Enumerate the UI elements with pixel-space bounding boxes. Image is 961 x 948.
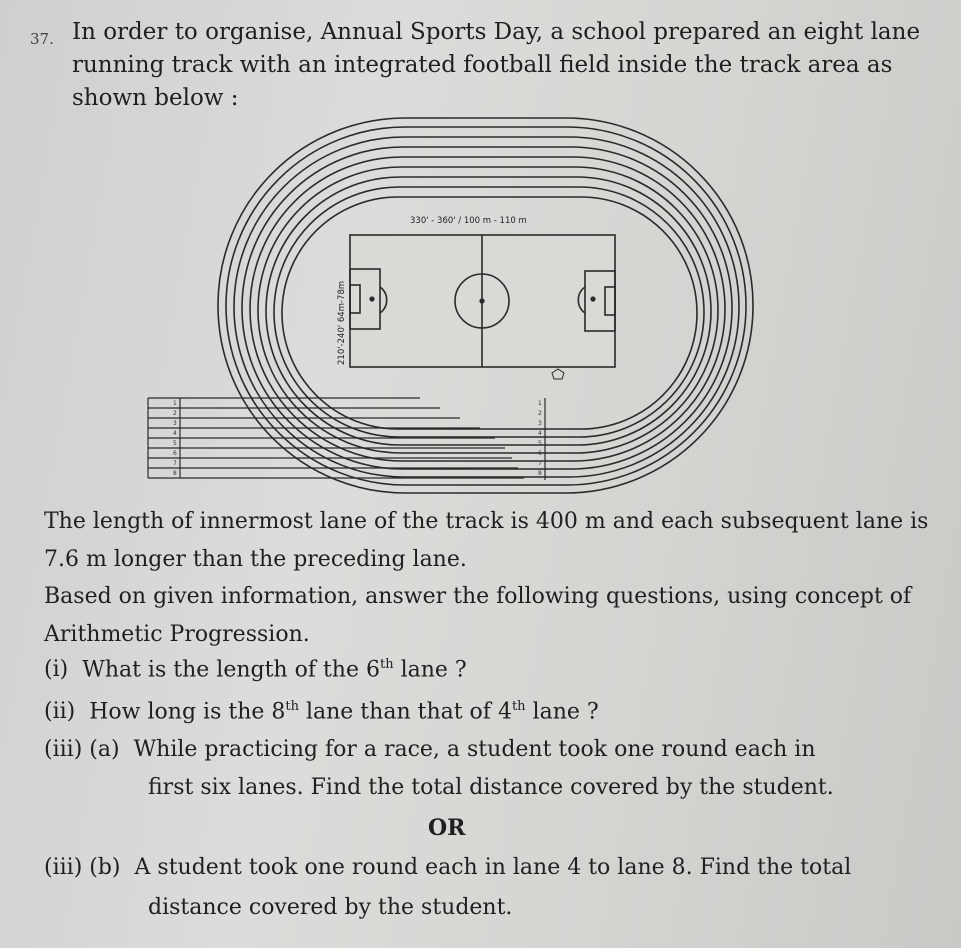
lane-boundary-outer — [217, 117, 754, 494]
lane-number: 5 — [538, 440, 542, 447]
ordinal-suffix: th — [285, 699, 299, 714]
lane-number: 3 — [173, 420, 177, 427]
question-text: How long is the 8 — [89, 699, 286, 725]
question-i: (i) What is the length of the 6th lane ? — [44, 650, 467, 685]
lane-number: 8 — [173, 470, 177, 477]
question-ii: (ii)How long is the 8th lane than that o… — [44, 692, 599, 727]
question-label: (ii) — [44, 699, 76, 725]
intro-text: In order to organise, Annual Sports Day,… — [72, 19, 921, 111]
question-iii-a-continued: first six lanes. Find the total distance… — [148, 775, 834, 800]
question-text: lane ? — [393, 657, 467, 683]
lane-boundary — [249, 156, 726, 462]
lane-number: 4 — [173, 430, 177, 437]
instructions: Based on given information, answer the f… — [44, 584, 912, 647]
question-label: (i) — [44, 657, 69, 683]
field-labels: 330' - 360' / 100 m - 110 m 210'-240' 64… — [337, 216, 527, 365]
question-text: What is the length of the 6 — [82, 657, 380, 683]
question-label: (iii) (a) — [44, 737, 120, 762]
question-number: 37. — [30, 30, 54, 48]
lane-number: 2 — [538, 410, 542, 417]
lane-number: 7 — [173, 460, 177, 467]
football-field — [349, 234, 616, 380]
track-lanes — [217, 117, 754, 494]
right-penalty-spot — [590, 296, 596, 302]
lane-number: 1 — [538, 400, 542, 407]
lane-boundary-inner — [281, 196, 698, 430]
ordinal-suffix: th — [511, 699, 526, 714]
lane-boundary — [273, 186, 705, 438]
question-text: lane than that of 4 — [298, 699, 512, 725]
lane-number: 6 — [538, 450, 542, 457]
lane-boundary — [257, 166, 719, 454]
lane-boundary — [265, 176, 712, 446]
lane-number: 4 — [538, 430, 542, 437]
center-spot — [479, 298, 485, 304]
question-iii-a: (iii) (a) While practicing for a race, a … — [44, 735, 816, 765]
lane-number: 2 — [173, 410, 177, 417]
lane-number: 5 — [173, 440, 177, 447]
lane-boundary — [225, 126, 747, 486]
lane-number: 3 — [538, 420, 542, 427]
track-diagram: 1 2 3 4 5 6 7 8 1 2 3 4 5 6 7 8 — [147, 117, 754, 494]
center-circle — [454, 273, 510, 329]
question-iii-b: (iii) (b) A student took one round each i… — [44, 853, 851, 883]
left-penalty-spot — [369, 296, 375, 302]
running-track-figure: 1 2 3 4 5 6 7 8 1 2 3 4 5 6 7 8 — [140, 115, 770, 500]
lane-boundary — [233, 136, 740, 478]
lane-number-labels: 1 2 3 4 5 6 7 8 1 2 3 4 5 6 7 8 — [173, 400, 542, 477]
question-text: A student took one round each in lane 4 … — [134, 855, 852, 880]
question-text: While practicing for a race, a student t… — [133, 737, 816, 762]
question-iii-b-continued: distance covered by the student. — [148, 895, 513, 920]
track-description: The length of innermost lane of the trac… — [44, 509, 929, 572]
right-goal-box — [604, 286, 616, 316]
lane-number: 1 — [173, 400, 177, 407]
or-separator: OR — [428, 815, 466, 841]
ordinal-suffix: th — [380, 657, 394, 672]
track-emblem — [551, 368, 565, 380]
lane-number: 7 — [538, 460, 542, 467]
straight-lanes — [147, 397, 546, 480]
left-goal-box — [349, 284, 361, 314]
lane-number: 6 — [173, 450, 177, 457]
field-width-label: 210'-240' 64m-78m — [337, 281, 347, 365]
left-penalty-arc — [379, 286, 388, 314]
lane-number: 8 — [538, 470, 542, 477]
lane-boundary — [241, 146, 733, 470]
question-text: lane ? — [525, 699, 599, 725]
question-label: (iii) (b) — [44, 855, 121, 880]
right-penalty-arc — [577, 286, 586, 314]
field-length-label: 330' - 360' / 100 m - 110 m — [410, 216, 527, 226]
